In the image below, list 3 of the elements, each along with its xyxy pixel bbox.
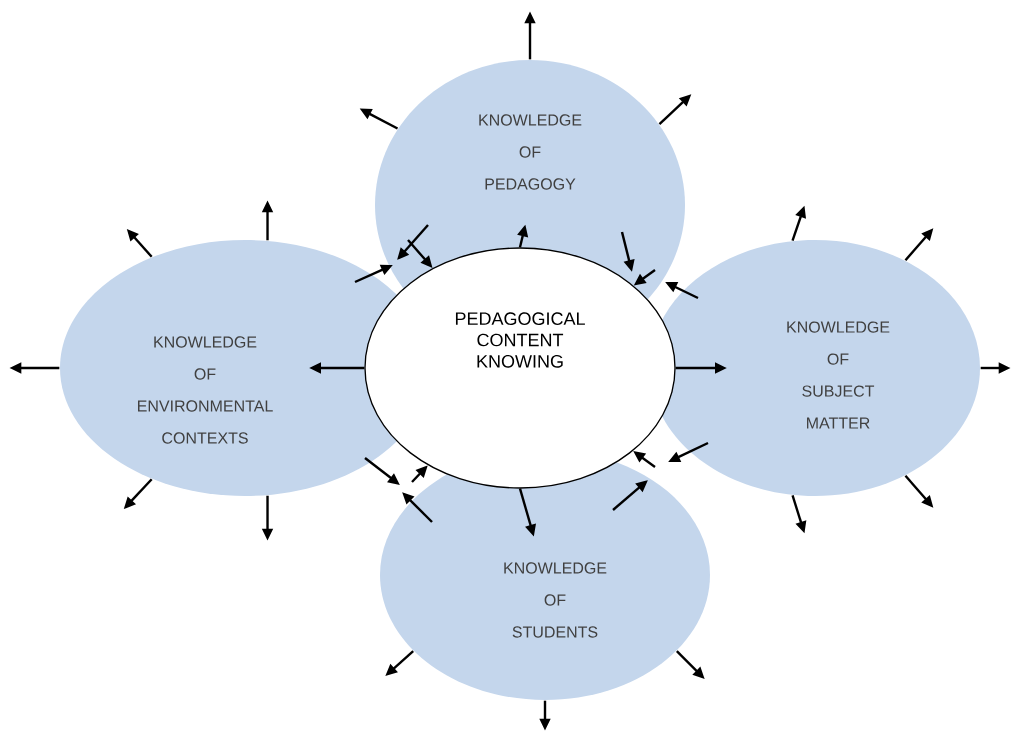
arrow [402, 492, 433, 523]
knowledge-region: KNOWLEDGE OF SUBJECT MATTER [650, 240, 980, 496]
knowledge-region: KNOWLEDGE OF STUDENTS [380, 450, 710, 700]
